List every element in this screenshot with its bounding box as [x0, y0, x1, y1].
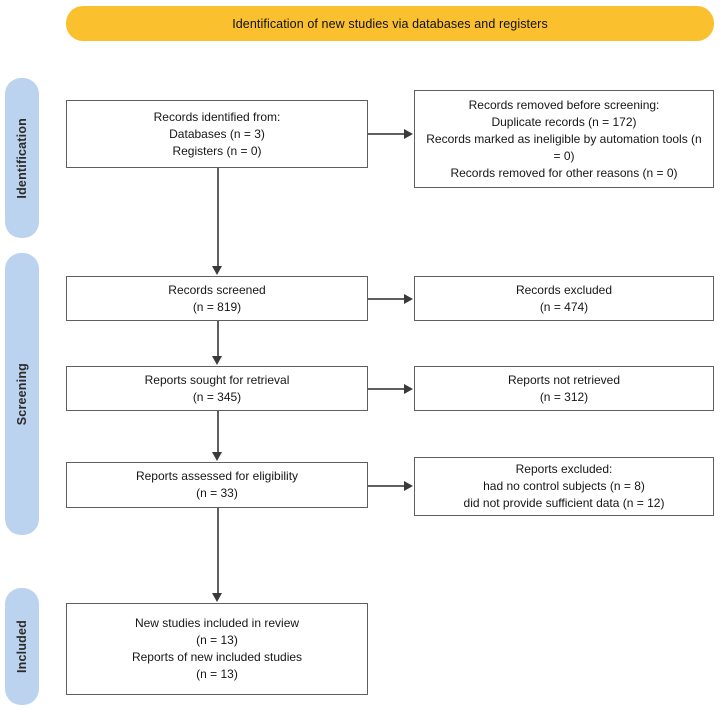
- connector-sought-to-assessed-line: [217, 411, 219, 453]
- stage-label-included: Included: [5, 588, 39, 705]
- connector-screened-to-sought-line: [217, 321, 219, 357]
- flow-box-line: had no control subjects (n = 8): [483, 479, 645, 493]
- connector-identified-to-removed-line: [368, 133, 408, 135]
- stage-label-screening-text: Screening: [15, 362, 29, 426]
- flow-box-line: Reports excluded:: [515, 462, 613, 476]
- connector-sought-to-notretrieved-line: [368, 388, 408, 390]
- flow-box-records-screened: Records screened (n = 819): [66, 276, 368, 321]
- flow-box-line: (n = 13): [196, 633, 238, 647]
- flow-box-reports-excluded: Reports excluded: had no control subject…: [414, 457, 714, 516]
- arrow-down-icon: [212, 452, 222, 461]
- flow-box-line: (n = 312): [539, 389, 589, 404]
- arrow-down-icon: [212, 593, 222, 602]
- flow-box-line: Records excluded: [515, 282, 613, 297]
- arrow-down-icon: [212, 266, 222, 275]
- flow-box-line: (n = 13): [196, 667, 238, 681]
- flow-box-line: Registers (n = 0): [172, 143, 262, 158]
- flow-box-reports-assessed-for-eligibility: Reports assessed for eligibility (n = 33…: [66, 462, 368, 508]
- flow-box-line: (n = 345): [192, 389, 242, 404]
- stage-label-included-text: Included: [15, 620, 29, 673]
- stage-label-identification-text: Identification: [15, 117, 29, 199]
- flow-box-line: New studies included in review: [134, 616, 300, 630]
- arrow-down-icon: [212, 356, 222, 365]
- flow-box-records-removed-before-screening: Records removed before screening: Duplic…: [414, 90, 714, 188]
- flow-box-line: did not provide sufficient data (n = 12): [463, 496, 665, 510]
- flow-box-reports-sought-for-retrieval: Reports sought for retrieval (n = 345): [66, 366, 368, 411]
- flow-box-line: Records identified from:: [153, 109, 281, 124]
- flow-box-line: Records marked as ineligible by automati…: [426, 131, 702, 163]
- flow-box-line: Reports of new included studies: [131, 650, 303, 664]
- stage-label-screening: Screening: [5, 253, 39, 535]
- arrow-right-icon: [404, 129, 413, 139]
- flow-box-line: Databases (n = 3): [169, 126, 265, 141]
- flow-box-line: Reports not retrieved: [507, 372, 621, 387]
- flow-box-line: Duplicate records (n = 172): [491, 114, 637, 129]
- flow-box-line: (n = 33): [196, 486, 238, 500]
- flow-box-line: Records screened: [168, 282, 266, 297]
- connector-screened-to-excluded-line: [368, 298, 408, 300]
- flow-box-line: Records removed for other reasons (n = 0…: [450, 165, 678, 180]
- stage-label-identification: Identification: [5, 78, 39, 238]
- arrow-right-icon: [404, 481, 413, 491]
- flow-box-records-excluded: Records excluded (n = 474): [414, 276, 714, 321]
- banner-label: Identification of new studies via databa…: [232, 16, 548, 31]
- diagram-banner-title: Identification of new studies via databa…: [66, 6, 714, 41]
- connector-identified-to-screened-line: [217, 168, 219, 267]
- flow-box-line: (n = 474): [539, 299, 589, 314]
- arrow-right-icon: [404, 294, 413, 304]
- flow-box-line: Records removed before screening:: [468, 97, 660, 112]
- flow-box-line: Reports assessed for eligibility: [135, 469, 299, 483]
- flow-box-reports-not-retrieved: Reports not retrieved (n = 312): [414, 366, 714, 411]
- flow-box-line: Reports sought for retrieval: [144, 372, 290, 387]
- flow-box-records-identified: Records identified from: Databases (n = …: [66, 100, 368, 168]
- flow-box-new-studies-included: New studies included in review (n = 13) …: [66, 603, 368, 695]
- connector-assessed-to-included-line: [217, 508, 219, 594]
- arrow-right-icon: [404, 384, 413, 394]
- connector-assessed-to-repexcluded-line: [368, 485, 408, 487]
- flow-box-line: (n = 819): [192, 299, 242, 314]
